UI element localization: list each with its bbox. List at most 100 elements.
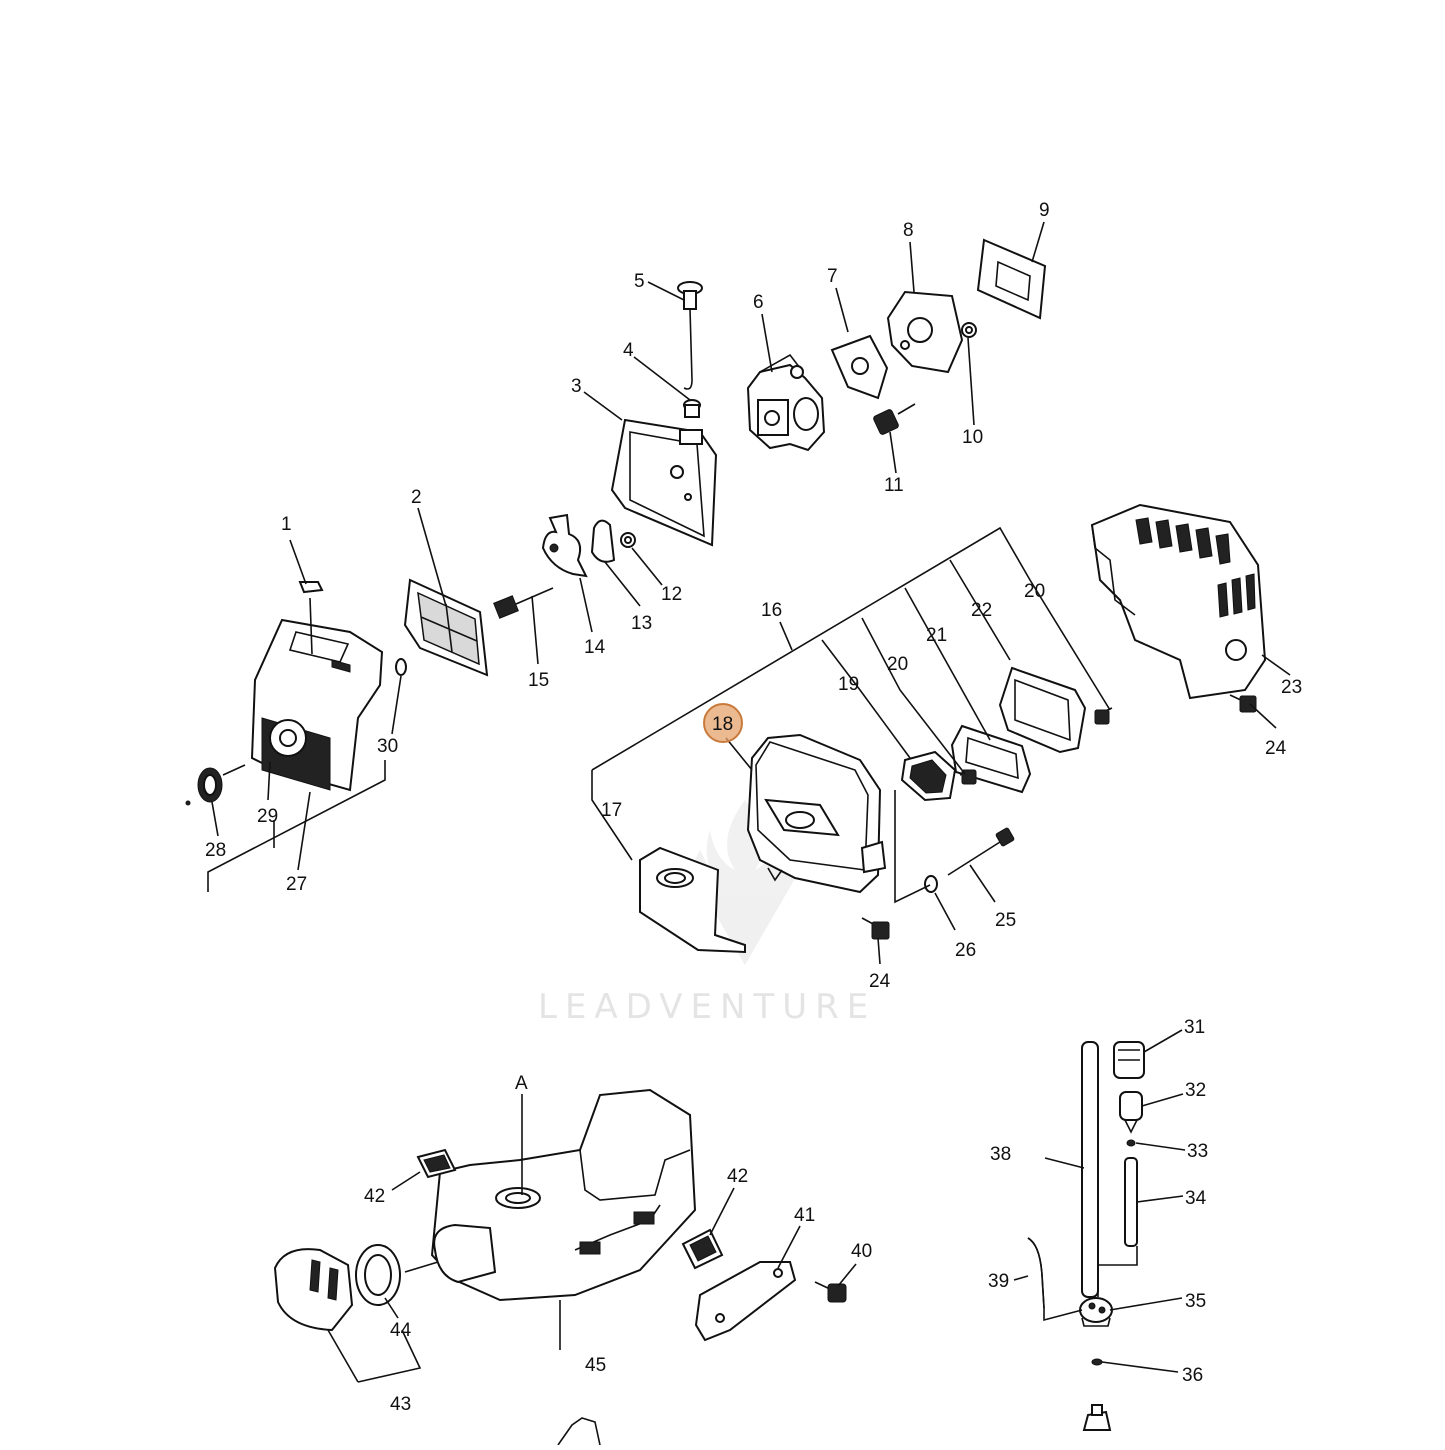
part-1-label[interactable] <box>298 581 324 594</box>
callout-18[interactable]: 18 <box>712 714 733 735</box>
callout-42-left[interactable]: 42 <box>364 1186 385 1207</box>
part-39-fuel-hose[interactable] <box>1027 1237 1045 1309</box>
part-36-clip[interactable] <box>1091 1358 1103 1366</box>
callout-35[interactable]: 35 <box>1185 1291 1206 1312</box>
callout-2[interactable]: 2 <box>411 487 422 508</box>
part-41-protector[interactable] <box>694 1261 797 1342</box>
callout-24-upper[interactable]: 24 <box>1265 738 1287 759</box>
callout-22[interactable]: 22 <box>971 600 992 621</box>
part-13-bracket[interactable] <box>590 519 616 563</box>
part-40-bolt[interactable] <box>814 1281 847 1303</box>
callout-8[interactable]: 8 <box>903 220 914 241</box>
callout-20-upper[interactable]: 20 <box>1024 581 1045 602</box>
part-24-screw-lower[interactable] <box>861 917 890 940</box>
part-11-bolt[interactable] <box>873 403 916 435</box>
callout-5[interactable]: 5 <box>634 271 645 292</box>
part-32-connector[interactable] <box>1119 1091 1143 1134</box>
callout-21[interactable]: 21 <box>926 625 947 646</box>
callout-39[interactable]: 39 <box>988 1271 1009 1292</box>
callout-45[interactable]: 45 <box>585 1355 606 1376</box>
callout-27[interactable]: 27 <box>286 874 307 895</box>
callout-4[interactable]: 4 <box>623 340 634 361</box>
part-28-knob[interactable] <box>185 764 246 806</box>
part-9-gasket[interactable] <box>976 238 1047 320</box>
callout-28[interactable]: 28 <box>205 840 226 861</box>
part-22-muffler-cover-plate[interactable] <box>998 666 1087 754</box>
callout-labels: 9 8 7 6 5 4 3 10 11 12 13 14 15 2 1 30 2… <box>205 200 1302 1415</box>
callout-31[interactable]: 31 <box>1184 1017 1205 1038</box>
leader-lines <box>207 221 1291 1383</box>
part-6-carburetor[interactable] <box>746 353 826 452</box>
part-27-air-cleaner-cover[interactable] <box>250 618 384 792</box>
part-38-fuel-pipe[interactable] <box>1081 1041 1099 1298</box>
watermark-logo-icon <box>690 800 800 965</box>
callout-20-lower[interactable]: 20 <box>887 654 908 675</box>
callout-15[interactable]: 15 <box>528 670 549 691</box>
callout-7[interactable]: 7 <box>827 266 838 287</box>
part-bottom-left-partial <box>557 1417 601 1446</box>
part-35-filter-body[interactable] <box>1079 1297 1113 1327</box>
callout-11[interactable]: 11 <box>884 475 904 496</box>
part-14-choke-lever[interactable] <box>541 513 588 578</box>
part-20-screw-upper[interactable] <box>1094 707 1113 725</box>
part-4-grommet[interactable] <box>683 399 701 418</box>
callout-24-lower[interactable]: 24 <box>869 971 891 992</box>
part-33-o-ring[interactable] <box>1126 1139 1136 1147</box>
part-31-nut[interactable] <box>1113 1041 1145 1079</box>
callout-33[interactable]: 33 <box>1187 1141 1208 1162</box>
callout-43[interactable]: 43 <box>390 1394 411 1415</box>
callout-1[interactable]: 1 <box>281 514 292 535</box>
part-37-fuel-filter-partial[interactable] <box>1082 1404 1112 1431</box>
callout-34[interactable]: 34 <box>1185 1188 1207 1209</box>
callout-10[interactable]: 10 <box>962 427 983 448</box>
part-42-grommet-right[interactable] <box>681 1228 724 1270</box>
callout-41[interactable]: 41 <box>794 1205 815 1226</box>
callout-32[interactable]: 32 <box>1185 1080 1206 1101</box>
part-18-muffler[interactable] <box>746 733 887 894</box>
callout-19[interactable]: 19 <box>838 674 859 695</box>
callout-13[interactable]: 13 <box>631 613 652 634</box>
part-20-screw-lower[interactable] <box>959 769 977 785</box>
section-label-a: A <box>515 1073 528 1094</box>
part-15-screw[interactable] <box>493 587 554 619</box>
part-10-nut[interactable] <box>961 322 977 338</box>
callout-12[interactable]: 12 <box>661 584 682 605</box>
callout-38[interactable]: 38 <box>990 1144 1011 1165</box>
callout-44[interactable]: 44 <box>390 1320 412 1341</box>
callout-3[interactable]: 3 <box>571 376 582 397</box>
callout-26[interactable]: 26 <box>955 940 976 961</box>
part-12-washer[interactable] <box>620 532 636 548</box>
callout-16[interactable]: 16 <box>761 600 782 621</box>
callout-6[interactable]: 6 <box>753 292 764 313</box>
callout-29[interactable]: 29 <box>257 806 278 827</box>
part-17-heat-shield[interactable] <box>639 846 746 954</box>
callout-17[interactable]: 17 <box>601 800 622 821</box>
part-30-o-ring[interactable] <box>395 658 407 676</box>
callout-40[interactable]: 40 <box>851 1241 872 1262</box>
part-42-grommet-left[interactable] <box>416 1148 457 1179</box>
part-2-air-filter[interactable] <box>403 578 489 677</box>
part-3-air-cleaner-base[interactable] <box>610 418 718 547</box>
part-26-washer[interactable] <box>924 875 938 893</box>
part-25-bolt[interactable] <box>947 827 1015 876</box>
part-24-screw-upper[interactable] <box>1229 694 1257 713</box>
callout-30[interactable]: 30 <box>377 736 398 757</box>
callout-14[interactable]: 14 <box>584 637 606 658</box>
part-7-gasket[interactable] <box>830 334 889 400</box>
part-5-choke-rod[interactable] <box>677 281 703 390</box>
callout-25[interactable]: 25 <box>995 910 1016 931</box>
part-19-spark-arrestor[interactable] <box>900 750 957 802</box>
part-8-insulator[interactable] <box>886 290 964 374</box>
part-23-cylinder-cover[interactable] <box>1090 503 1267 700</box>
callout-9[interactable]: 9 <box>1039 200 1050 221</box>
callout-42-right[interactable]: 42 <box>727 1166 748 1187</box>
part-45-fuel-tank[interactable] <box>430 1088 697 1302</box>
part-43-fuel-cap[interactable] <box>273 1248 354 1332</box>
watermark: LEADVENTURE <box>538 800 868 1027</box>
callout-36[interactable]: 36 <box>1182 1365 1203 1386</box>
part-44-cap-gasket[interactable] <box>355 1244 401 1306</box>
part-34-tube[interactable] <box>1124 1157 1138 1247</box>
callout-23[interactable]: 23 <box>1281 677 1302 698</box>
callout-18-highlight[interactable] <box>703 703 743 743</box>
